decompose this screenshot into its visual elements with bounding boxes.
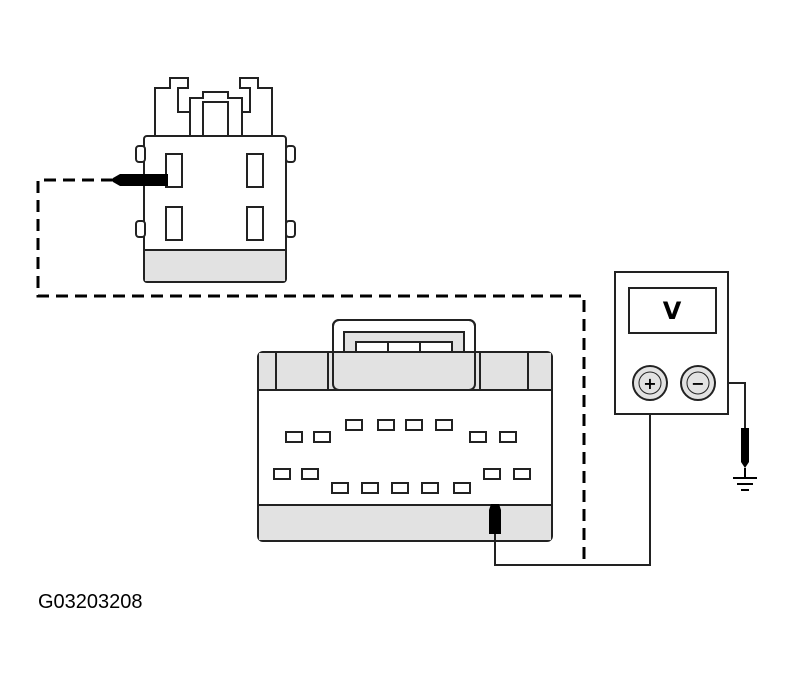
four-pin-connector-terminals — [165, 153, 264, 241]
negative-terminal — [680, 365, 716, 401]
voltmeter: V + − — [614, 271, 729, 415]
connector-pin — [469, 431, 487, 443]
connector-terminal — [246, 206, 264, 241]
connector-pin — [331, 482, 349, 494]
connector-pin — [285, 431, 303, 443]
module-connector-pins — [273, 419, 531, 494]
figure-id: G03203208 — [38, 591, 143, 613]
connector-terminal — [165, 206, 183, 241]
connector-pin — [345, 419, 363, 431]
connector-pin — [391, 482, 409, 494]
voltmeter-unit-label: V — [663, 297, 682, 325]
connector-pin — [361, 482, 379, 494]
positive-terminal-symbol: + — [643, 374, 656, 393]
connector-pin — [499, 431, 517, 443]
connector-pin — [435, 419, 453, 431]
connector-terminal — [165, 153, 183, 188]
voltmeter-display — [628, 287, 717, 334]
negative-terminal-symbol: − — [691, 374, 704, 393]
connector-pin — [421, 482, 439, 494]
test-probe-tip — [489, 504, 501, 534]
connector-pin — [405, 419, 423, 431]
connector-pin — [301, 468, 319, 480]
connector-pin — [313, 431, 331, 443]
connector-pin — [453, 482, 471, 494]
connector-pin — [513, 468, 531, 480]
connector-terminal — [246, 153, 264, 188]
ground-icon — [733, 428, 757, 491]
connector-pin — [483, 468, 501, 480]
connector-pin — [273, 468, 291, 480]
meter-positive-lead — [494, 396, 651, 566]
positive-terminal — [632, 365, 668, 401]
jumper-wire-dashed — [36, 178, 586, 565]
test-probe-tip — [113, 174, 168, 186]
connector-pin — [377, 419, 395, 431]
